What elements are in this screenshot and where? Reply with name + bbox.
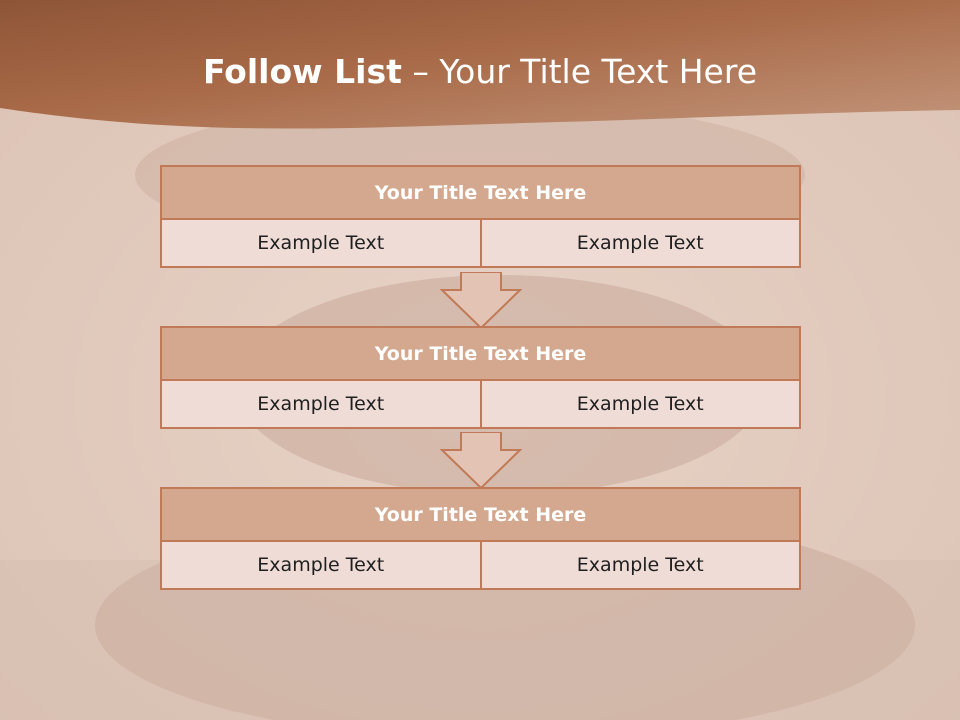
step-cell-left: Example Text [160, 540, 482, 590]
step-cell-left: Example Text [160, 218, 482, 268]
step-cell-right: Example Text [479, 379, 801, 429]
step-title: Your Title Text Here [160, 487, 801, 542]
title-bold: Follow List [202, 52, 402, 91]
slide-title: Follow List – Your Title Text Here [0, 52, 960, 91]
step-row: Example Text Example Text [160, 379, 801, 429]
step-cell-right: Example Text [479, 218, 801, 268]
step-block-3: Your Title Text Here Example Text Exampl… [160, 487, 801, 590]
down-arrow-icon [440, 272, 522, 330]
step-title: Your Title Text Here [160, 165, 801, 220]
down-arrow-icon [440, 432, 522, 490]
step-cell-right: Example Text [479, 540, 801, 590]
step-block-2: Your Title Text Here Example Text Exampl… [160, 326, 801, 429]
step-title: Your Title Text Here [160, 326, 801, 381]
step-row: Example Text Example Text [160, 218, 801, 268]
step-cell-left: Example Text [160, 379, 482, 429]
header-band [0, 0, 960, 129]
step-block-1: Your Title Text Here Example Text Exampl… [160, 165, 801, 268]
title-rest: – Your Title Text Here [412, 52, 758, 91]
step-row: Example Text Example Text [160, 540, 801, 590]
